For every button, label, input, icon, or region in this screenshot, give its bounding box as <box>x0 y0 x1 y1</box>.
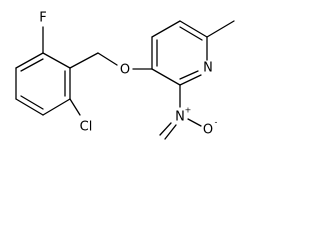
atom-label-fluorine: F <box>39 11 46 26</box>
bond-nitro-n-o-double-b <box>164 124 177 140</box>
atom-label-ether-oxygen: O <box>120 63 130 78</box>
bond-b6-b1 <box>15 52 44 69</box>
atom-label-chlorine: Cl <box>80 120 93 135</box>
bond-n1-p2 <box>179 74 202 86</box>
charge-plus: + <box>185 106 192 115</box>
bond-ch2-o <box>97 52 118 66</box>
bond-b1-b2 <box>42 52 71 69</box>
molecule-structure: F Cl O N N + O - <box>15 11 235 140</box>
bond-ring-ch2 <box>69 52 99 69</box>
atom-label-nitro-oxygen: O <box>203 123 213 138</box>
benzene-ring <box>15 52 71 116</box>
atom-label-nitro-nitrogen: N <box>175 110 185 125</box>
bond-b3-b4 <box>42 98 71 116</box>
bond-nitro-n-o <box>187 118 202 127</box>
bond-c-cl <box>69 98 81 116</box>
charge-minus: - <box>215 118 218 127</box>
double-bond-n1-p2 <box>179 70 199 80</box>
bond-p2-p3 <box>151 68 181 86</box>
bond-p5-p6 <box>179 20 208 38</box>
double-bond-p5-p6 <box>179 26 203 41</box>
atom-label-ring-nitrogen: N <box>203 61 213 76</box>
pyridine-ring <box>151 20 208 86</box>
double-bond-b4-b5 <box>20 95 44 110</box>
double-bond-b6-b1 <box>20 58 44 72</box>
bond-p4-p5 <box>151 20 181 38</box>
bond-methyl <box>206 20 235 38</box>
bond-nitro-n-o-double-a <box>159 122 172 136</box>
bond-b4-b5 <box>15 98 44 116</box>
